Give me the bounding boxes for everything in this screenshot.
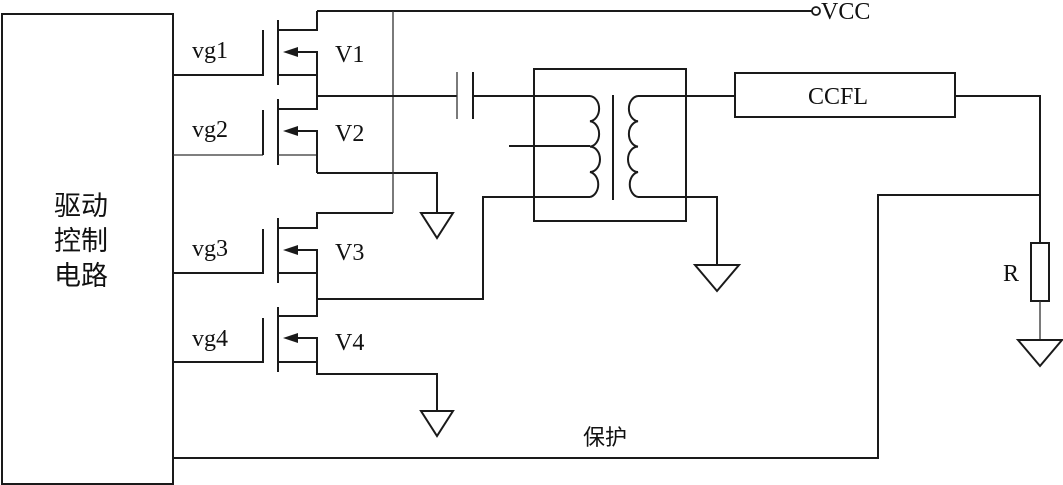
- gate-label-vg3: vg3: [192, 236, 228, 262]
- driver-label-line-2: 控制: [54, 226, 108, 257]
- gate-line-vg1: [173, 30, 264, 76]
- protection-feedback-line: [173, 194, 1040, 459]
- mosfet-v3-symbol: [277, 196, 534, 300]
- transformer-secondary-coil-icon: [627, 95, 639, 198]
- secondary-bottom-line: [638, 196, 718, 265]
- ground-icon-transformer: [692, 264, 742, 293]
- gate-label-vg1: vg1: [192, 38, 228, 64]
- protection-label: 保护: [583, 426, 627, 451]
- driver-label-line-1: 驱动: [54, 191, 108, 222]
- mosfet-v2-symbol: [277, 96, 438, 213]
- gate-line-vg4: [173, 318, 264, 363]
- v2-arrow-icon: [283, 126, 298, 136]
- ccfl-label: CCFL: [808, 84, 868, 110]
- mosfet-v4-symbol: [277, 299, 438, 411]
- transistor-label-v1: V1: [335, 42, 364, 68]
- coupling-capacitor: [456, 72, 474, 119]
- ground-icon-v2: [419, 212, 455, 240]
- mosfet-v1-symbol: [277, 11, 318, 96]
- ground-icon-v4: [419, 410, 455, 438]
- gate-label-vg4: vg4: [192, 326, 228, 352]
- driver-control-block: [1, 13, 174, 485]
- ground-icon-resistor: [1015, 339, 1063, 368]
- v1-arrow-icon: [283, 47, 298, 57]
- ccfl-return-line: [955, 95, 1041, 243]
- transformer-primary-coil-icon: [589, 95, 601, 198]
- v4-arrow-icon: [283, 333, 298, 343]
- vcc-terminal-icon: [811, 6, 821, 16]
- v3-arrow-icon: [283, 245, 298, 255]
- transistor-label-v4: V4: [335, 330, 364, 356]
- gate-line-vg3: [173, 229, 264, 274]
- gate-label-vg2: vg2: [192, 117, 228, 143]
- driver-label-line-3: 电路: [54, 261, 108, 292]
- transistor-label-v2: V2: [335, 121, 364, 147]
- resistor-label: R: [1003, 261, 1019, 287]
- sense-resistor-r: [1030, 242, 1050, 302]
- transistor-label-v3: V3: [335, 240, 364, 266]
- gate-line-vg2: [173, 110, 264, 156]
- vcc-label: VCC: [821, 0, 870, 25]
